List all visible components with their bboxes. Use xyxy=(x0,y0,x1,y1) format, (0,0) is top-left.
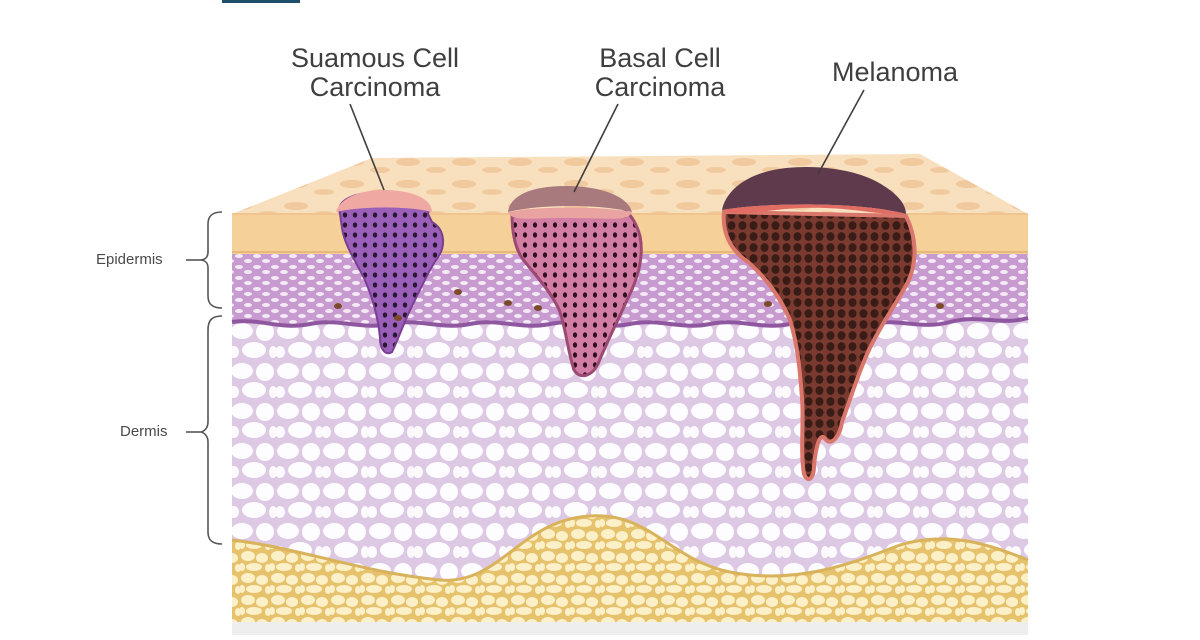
epidermis-label: Epidermis xyxy=(96,251,163,268)
melanin-speck xyxy=(936,303,944,309)
melanoma-crust xyxy=(722,166,906,214)
basal-crust xyxy=(508,186,632,212)
dermis-bracket xyxy=(199,315,223,545)
melanin-speck xyxy=(334,303,342,309)
basal-label-line2: Carcinoma xyxy=(594,72,726,102)
header-accent xyxy=(222,0,300,3)
base-shadow xyxy=(232,622,1028,635)
melanin-speck xyxy=(394,315,402,321)
melanoma-label: Melanoma xyxy=(800,58,990,87)
melanin-speck xyxy=(534,305,542,311)
melanoma-crust-rim xyxy=(722,204,906,215)
basement-membrane xyxy=(231,316,1029,328)
epidermis-bracket xyxy=(199,211,223,309)
melanin-speck xyxy=(764,301,772,307)
basal-crust-rim xyxy=(508,207,632,219)
basal-label-line1: Basal Cell xyxy=(599,43,721,73)
fat-edge xyxy=(231,514,1029,582)
squamous-label: Suamous Cell Carcinoma xyxy=(270,44,480,102)
melanin-speck xyxy=(504,300,512,306)
melanoma-tumor xyxy=(721,209,917,482)
fat-layer xyxy=(232,515,1028,622)
basal-label: Basal Cell Carcinoma xyxy=(560,44,760,102)
squamous-crust xyxy=(336,190,432,212)
melanoma-leader-line xyxy=(817,89,865,175)
basal-leader-line xyxy=(573,103,619,193)
squamous-leader-line xyxy=(349,103,385,191)
dermis-label: Dermis xyxy=(120,423,168,440)
squamous-label-line2: Carcinoma xyxy=(309,72,441,102)
melanoma-label-text: Melanoma xyxy=(831,57,959,87)
melanin-speck xyxy=(454,289,462,295)
squamous-label-line1: Suamous Cell xyxy=(290,43,460,73)
basal-tumor xyxy=(510,210,643,378)
